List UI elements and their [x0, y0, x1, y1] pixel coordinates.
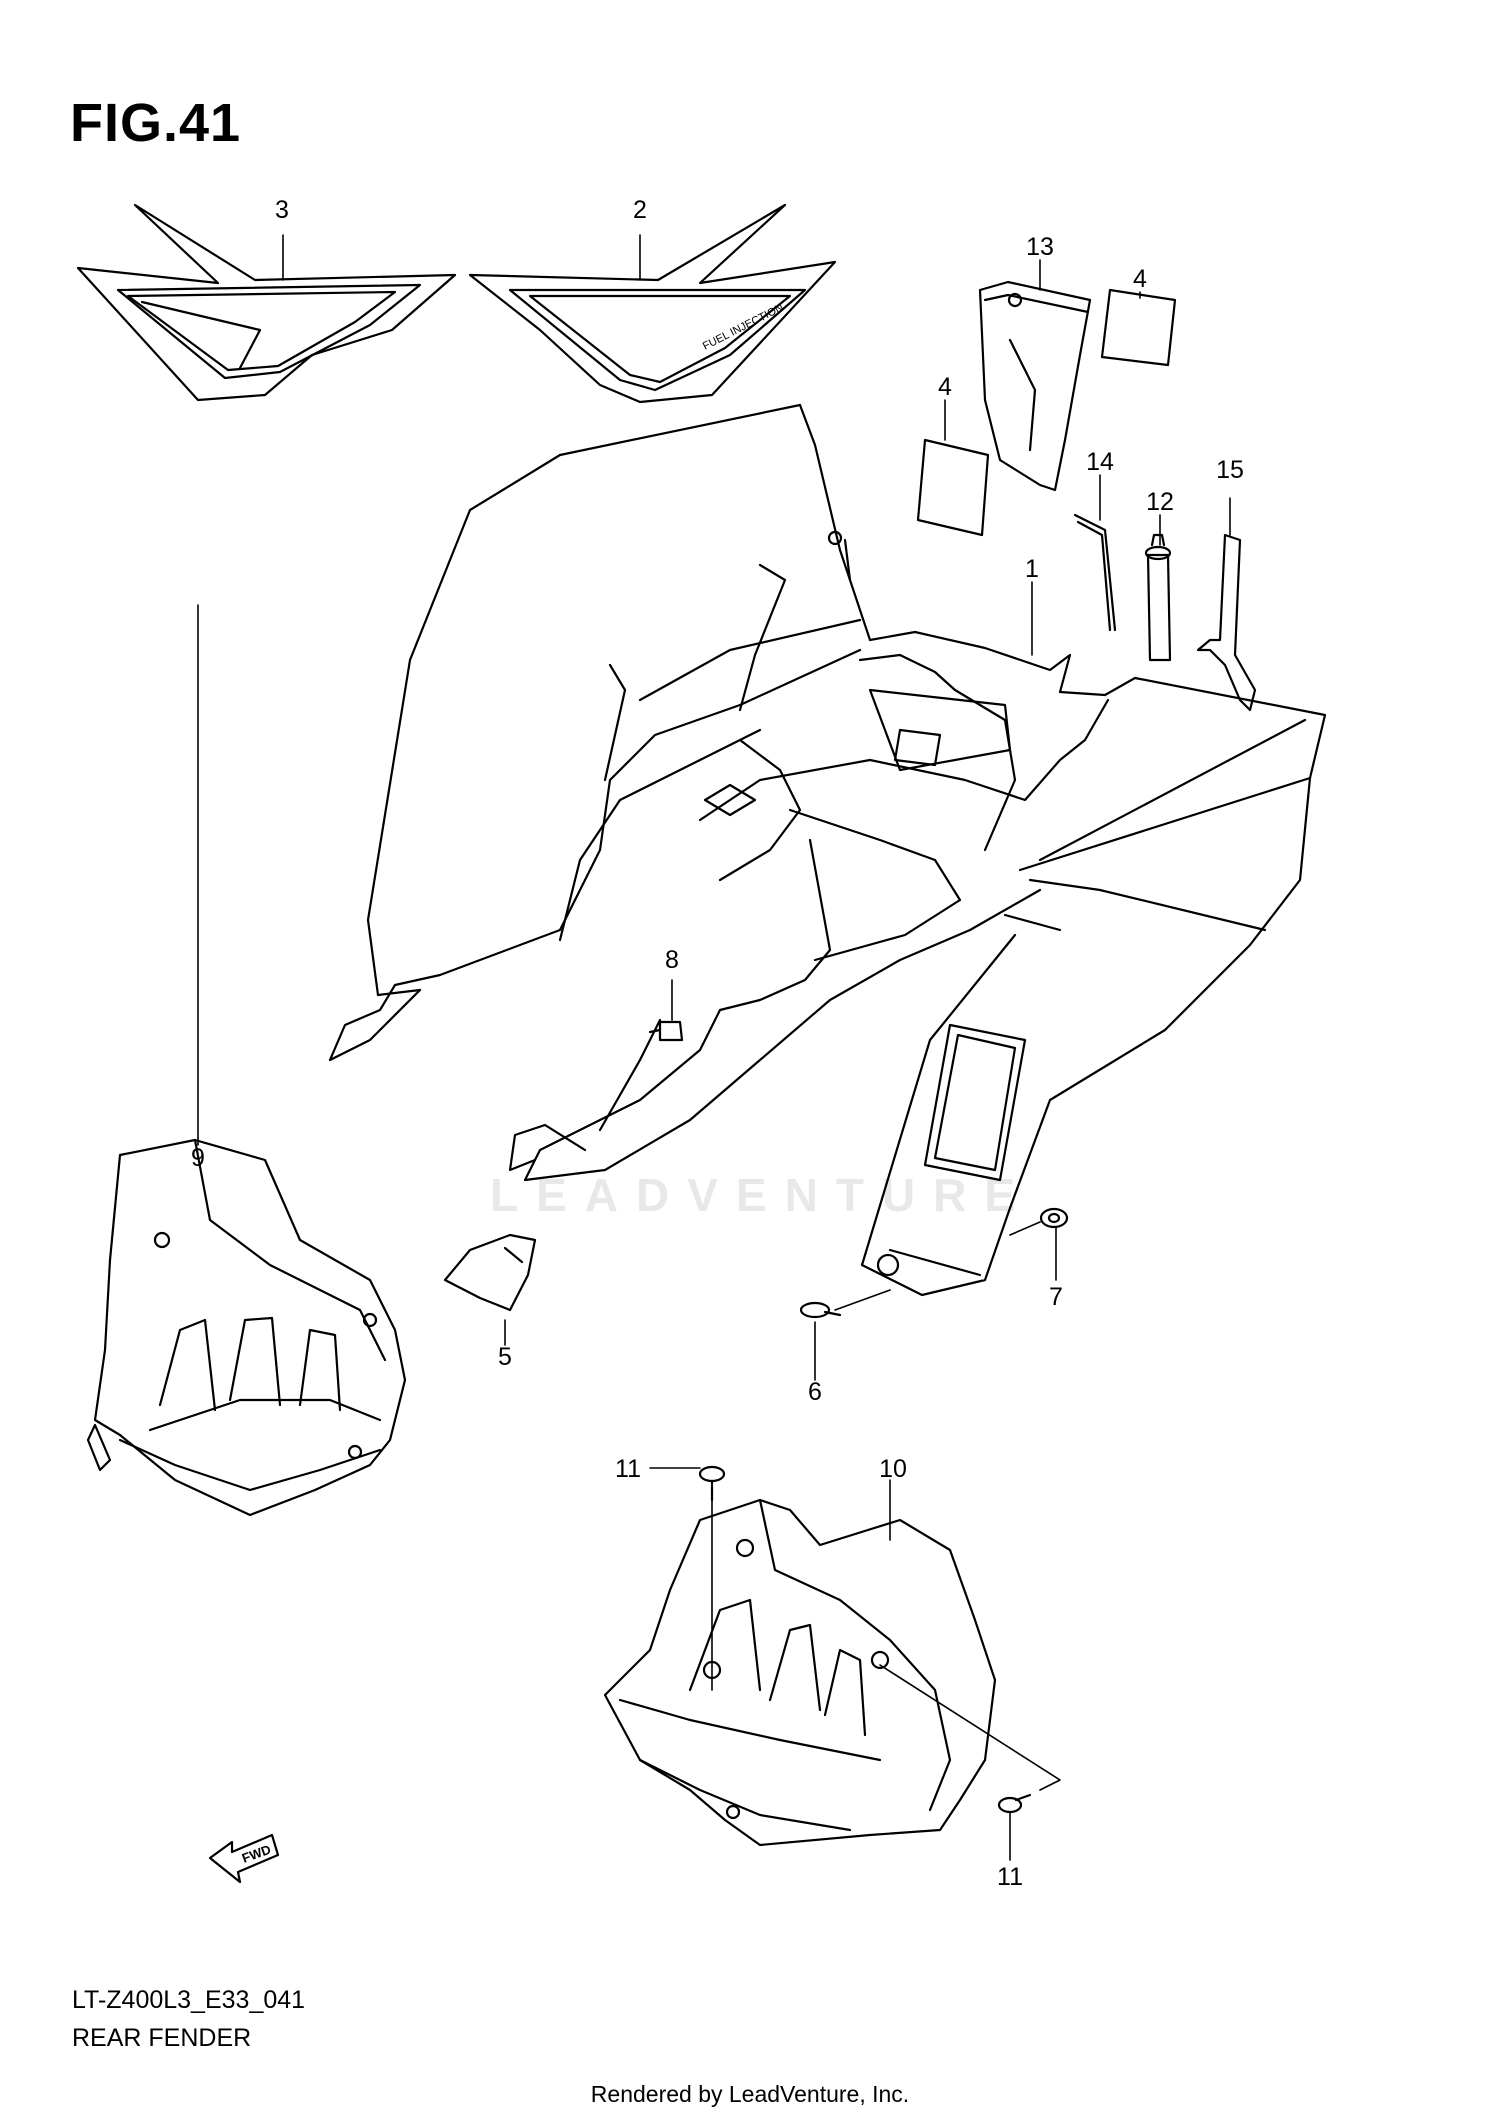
figure-name: REAR FENDER	[72, 2024, 252, 2052]
callout-3: 3	[275, 196, 289, 224]
callout-5: 5	[498, 1343, 512, 1371]
label-plate-upper[interactable]	[1100, 288, 1177, 367]
screw-11-bottom[interactable]	[997, 1793, 1032, 1814]
figure-title: FIG.41	[70, 93, 242, 153]
label-plate-lower[interactable]	[916, 438, 990, 537]
callout-12: 12	[1146, 488, 1174, 516]
callout-1: 1	[1025, 555, 1039, 583]
callout-13: 13	[1026, 233, 1054, 261]
watermark-text: LEADVENTURE	[490, 1169, 1034, 1221]
screw-6[interactable]	[799, 1301, 842, 1319]
callout-6: 6	[808, 1378, 822, 1406]
rubber-cap[interactable]	[443, 1233, 537, 1312]
figure-code: LT-Z400L3_E33_041	[72, 1986, 306, 2014]
leader-lines	[197, 234, 1231, 1861]
callouts: 3 2 13 4 4 14 12 15 1 8 9 5 7 6 11 10 11	[191, 196, 1244, 1891]
grip-handle[interactable]	[1144, 533, 1172, 662]
callout-14: 14	[1086, 448, 1114, 476]
callout-9: 9	[191, 1144, 205, 1172]
decal-right-text: FUEL INJECTION	[701, 302, 786, 353]
tool-bag[interactable]	[978, 280, 1092, 492]
callout-11-top: 11	[615, 1455, 641, 1483]
callout-2: 2	[633, 196, 647, 224]
rear-guard-left[interactable]	[86, 1138, 407, 1517]
rendered-by-credit: Rendered by LeadVenture, Inc.	[590, 2081, 910, 2107]
spanner[interactable]	[1196, 533, 1257, 712]
callout-4-lower: 4	[938, 373, 952, 401]
callout-7: 7	[1049, 1283, 1063, 1311]
clip-8[interactable]	[648, 1020, 684, 1042]
callout-15: 15	[1216, 456, 1244, 484]
fwd-arrow-icon: FWD	[208, 1833, 280, 1884]
callout-8: 8	[665, 946, 679, 974]
rear-fender-main[interactable]	[328, 403, 1327, 1297]
hex-wrench[interactable]	[1073, 513, 1117, 632]
grommet-7[interactable]	[1039, 1207, 1069, 1229]
callout-11-bottom: 11	[997, 1863, 1023, 1891]
rear-guard-right[interactable]	[603, 1498, 997, 1847]
fwd-label: FWD	[240, 1842, 273, 1866]
callout-4-upper: 4	[1133, 265, 1147, 293]
decal-left[interactable]	[76, 203, 457, 402]
screw-11-top[interactable]	[698, 1465, 726, 1502]
decal-right[interactable]: FUEL INJECTION	[468, 203, 837, 404]
callout-10: 10	[879, 1455, 907, 1483]
